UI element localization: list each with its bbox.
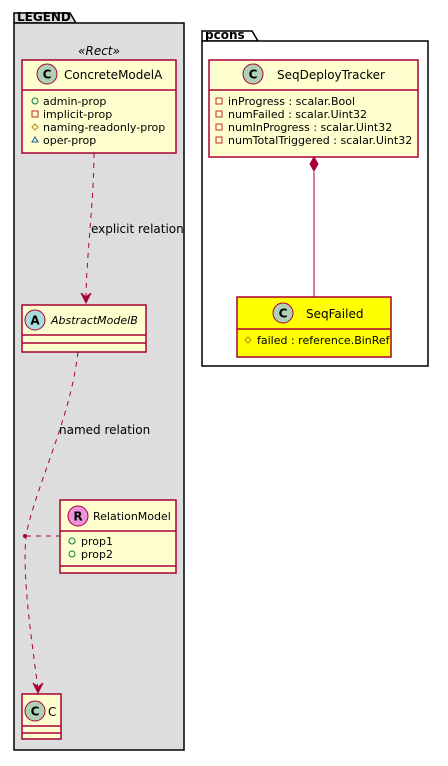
class-badge-letter: C xyxy=(249,68,258,82)
public-visibility-icon xyxy=(31,97,39,105)
association-point xyxy=(23,534,27,538)
class-abstract-model-b: A AbstractModelB xyxy=(21,304,147,353)
class-concrete-model-a: C ConcreteModelA admin-prop implicit-pro… xyxy=(21,59,177,154)
attribute-row: oper-prop xyxy=(31,134,96,147)
attribute-text: admin-prop xyxy=(43,95,106,108)
class-name: ConcreteModelA xyxy=(64,68,163,82)
private-visibility-icon xyxy=(215,97,223,105)
class-badge-icon xyxy=(24,700,46,722)
class-seq-deploy-tracker: C SeqDeployTracker inProgress : scalar.B… xyxy=(208,59,419,158)
named-relation-arrowhead xyxy=(32,682,44,695)
attribute-row: admin-prop xyxy=(31,95,106,108)
class-badge-letter: C xyxy=(279,307,288,321)
attribute-text: prop2 xyxy=(81,548,113,561)
attribute-text: numInProgress : scalar.Uint32 xyxy=(228,121,392,134)
public-visibility-icon xyxy=(68,550,76,558)
class-badge-letter: C xyxy=(43,68,52,82)
class-name: SeqFailed xyxy=(306,307,363,321)
private-visibility-icon xyxy=(215,110,223,118)
abstract-badge-icon xyxy=(24,309,46,331)
class-badge-letter: R xyxy=(73,510,82,524)
attribute-text: failed : reference.BinRef xyxy=(257,334,391,347)
class-badge-icon xyxy=(36,63,58,85)
attribute-row: numTotalTriggered : scalar.Uint32 xyxy=(215,134,412,147)
class-name: RelationModel xyxy=(93,510,171,523)
class-c: C C xyxy=(21,693,62,740)
explicit-relation-arrowhead xyxy=(80,292,92,305)
relations: explicit relation named relation xyxy=(23,152,319,695)
private-visibility-icon xyxy=(215,136,223,144)
attribute-text: numFailed : scalar.Uint32 xyxy=(228,108,367,121)
attribute-text: naming-readonly-prop xyxy=(43,121,165,134)
attribute-row: naming-readonly-prop xyxy=(31,121,165,134)
package-visibility-icon xyxy=(31,136,39,143)
attribute-row: numInProgress : scalar.Uint32 xyxy=(215,121,392,134)
attribute-row: numFailed : scalar.Uint32 xyxy=(215,108,367,121)
legend-package-title: LEGEND xyxy=(17,10,71,24)
attribute-text: inProgress : scalar.Bool xyxy=(228,95,355,108)
attribute-row: prop2 xyxy=(68,548,113,561)
protected-visibility-icon xyxy=(31,123,39,131)
pcons-package-title: pcons xyxy=(205,28,245,42)
class-name: SeqDeployTracker xyxy=(277,68,385,82)
attribute-row: failed : reference.BinRef xyxy=(244,334,391,347)
class-box xyxy=(236,296,392,358)
class-name: C xyxy=(48,705,56,719)
class-badge-letter: A xyxy=(30,314,40,328)
private-visibility-icon xyxy=(31,110,39,118)
attribute-text: numTotalTriggered : scalar.Uint32 xyxy=(228,134,412,147)
attribute-row: prop1 xyxy=(68,535,113,548)
class-seq-failed: C SeqFailed failed : reference.BinRef xyxy=(236,296,392,358)
attribute-text: implicit-prop xyxy=(43,108,112,121)
class-name: AbstractModelB xyxy=(50,314,138,327)
explicit-relation-label: explicit relation xyxy=(91,222,184,236)
attribute-text: oper-prop xyxy=(43,134,96,147)
public-visibility-icon xyxy=(68,537,76,545)
class-badge-icon xyxy=(242,63,264,85)
attribute-row: implicit-prop xyxy=(31,108,112,121)
class-relation-model: R RelationModel prop1 prop2 xyxy=(59,499,177,574)
class-badge-icon xyxy=(272,302,294,324)
legend-package-stereotype: «Rect» xyxy=(78,44,120,58)
named-relation-label: named relation xyxy=(59,423,150,437)
private-visibility-icon xyxy=(215,123,223,131)
attribute-text: prop1 xyxy=(81,535,113,548)
explicit-relation-line xyxy=(85,152,95,301)
class-badge-letter: C xyxy=(31,705,40,719)
attribute-row: inProgress : scalar.Bool xyxy=(215,95,355,108)
protected-visibility-icon xyxy=(244,336,252,344)
relation-badge-icon xyxy=(67,505,89,527)
composition-diamond xyxy=(309,155,319,173)
